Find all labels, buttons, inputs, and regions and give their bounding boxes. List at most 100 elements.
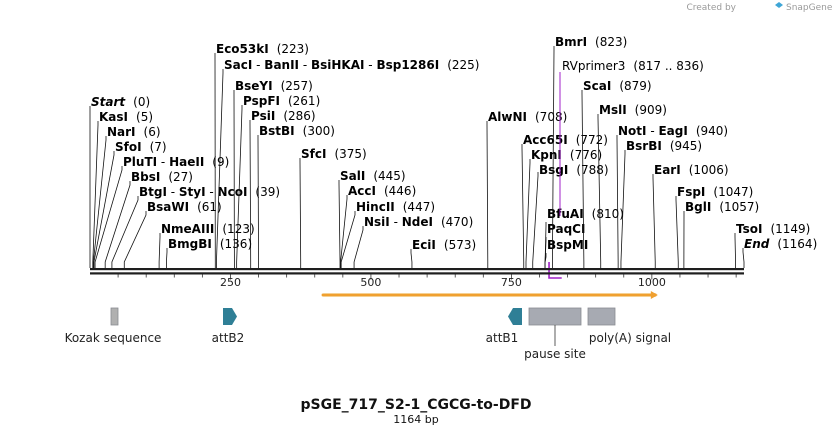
site-leader-line bbox=[338, 180, 341, 268]
site-nsii-ndei[interactable]: NsiI - NdeI(470) bbox=[353, 215, 473, 268]
feature-attb2[interactable]: attB2 bbox=[212, 308, 245, 345]
site-leader-line bbox=[94, 166, 123, 268]
site-position: (286) bbox=[283, 109, 315, 123]
site-nmeaiii[interactable]: NmeAIII(123) bbox=[158, 222, 255, 268]
feature-pause-site[interactable]: pause site bbox=[524, 307, 586, 361]
site-kpni[interactable]: KpnI(776) bbox=[525, 148, 602, 268]
site-label: ScaI(879) bbox=[583, 79, 652, 93]
site-fspi[interactable]: FspI(1047) bbox=[675, 185, 753, 268]
credit-brand: SnapGene bbox=[786, 3, 833, 13]
site-bmgbi[interactable]: BmgBI(136) bbox=[166, 237, 252, 268]
site-pluti-haeii[interactable]: PluTI - HaeII(9) bbox=[94, 155, 229, 268]
site-acc65i[interactable]: Acc65I(772) bbox=[521, 133, 608, 268]
site-tsoi[interactable]: TsoI(1149) bbox=[734, 222, 810, 268]
site-position: (375) bbox=[334, 147, 366, 161]
site-position: (0) bbox=[133, 95, 150, 109]
site-position: (136) bbox=[220, 237, 252, 251]
site-bsrbi[interactable]: BsrBI(945) bbox=[620, 139, 702, 268]
site-pspfi[interactable]: PspFI(261) bbox=[236, 94, 321, 268]
site-hincii[interactable]: HincII(447) bbox=[340, 200, 435, 268]
site-position: (446) bbox=[384, 184, 416, 198]
site-nari[interactable]: NarI(6) bbox=[92, 125, 161, 268]
site-leader-line bbox=[544, 253, 547, 268]
site-leader-line bbox=[92, 136, 107, 268]
site-label: End(1164) bbox=[744, 237, 817, 251]
site-bgli[interactable]: BglI(1057) bbox=[683, 200, 759, 268]
site-leader-line bbox=[340, 211, 356, 268]
site-label: NsiI - NdeI(470) bbox=[364, 215, 473, 229]
site-leader-line bbox=[353, 226, 364, 268]
site-position: (940) bbox=[696, 124, 728, 138]
site-label: BspMI bbox=[547, 238, 588, 252]
primer[interactable]: RVprimer3(817 .. 836) bbox=[548, 59, 704, 279]
site-position: (1057) bbox=[719, 200, 759, 214]
site-label: BtgI - StyI - NcoI(39) bbox=[139, 185, 280, 199]
site-bbsi[interactable]: BbsI(27) bbox=[104, 170, 193, 268]
site-bmri[interactable]: BmrI(823) bbox=[552, 35, 627, 268]
site-leader-line bbox=[92, 121, 99, 268]
site-leader-line bbox=[675, 196, 679, 268]
site-position: (788) bbox=[576, 163, 608, 177]
site-acci[interactable]: AccI(446) bbox=[340, 184, 417, 268]
site-position: (879) bbox=[619, 79, 651, 93]
site-leader-line bbox=[552, 46, 555, 268]
site-position: (223) bbox=[277, 42, 309, 56]
feature-poly-a-signal[interactable]: poly(A) signal bbox=[587, 307, 671, 345]
site-leader-line bbox=[652, 174, 656, 268]
site-position: (39) bbox=[255, 185, 280, 199]
ruler-label: 250 bbox=[220, 276, 241, 289]
site-label: Start(0) bbox=[91, 95, 150, 109]
site-label: Acc65I(772) bbox=[523, 133, 608, 147]
site-psii[interactable]: PsiI(286) bbox=[249, 109, 316, 268]
site-sali[interactable]: SalI(445) bbox=[338, 169, 406, 268]
feature-box bbox=[110, 307, 119, 326]
site-position: (776) bbox=[570, 148, 602, 162]
site-end[interactable]: End(1164) bbox=[742, 237, 817, 268]
site-start[interactable]: Start(0) bbox=[89, 95, 150, 268]
site-label: AccI(446) bbox=[348, 184, 416, 198]
site-sfci[interactable]: SfcI(375) bbox=[299, 147, 367, 268]
site-label: SfoI(7) bbox=[115, 140, 167, 154]
snapgene-logo-icon bbox=[775, 2, 783, 8]
site-kasi[interactable]: KasI(5) bbox=[92, 110, 153, 268]
site-bstbi[interactable]: BstBI(300) bbox=[257, 124, 335, 268]
site-label: BsaWI(61) bbox=[147, 200, 222, 214]
site-alwni[interactable]: AlwNI(708) bbox=[486, 110, 567, 268]
site-sfoi[interactable]: SfoI(7) bbox=[93, 140, 167, 268]
site-position: (1149) bbox=[770, 222, 810, 236]
site-position: (447) bbox=[403, 200, 435, 214]
feature-kozak-sequence[interactable]: Kozak sequence bbox=[65, 307, 162, 345]
orf-arrowhead-icon bbox=[650, 291, 658, 299]
site-bsgi[interactable]: BsgI(788) bbox=[532, 163, 609, 268]
site-bseyi[interactable]: BseYI(257) bbox=[233, 79, 313, 268]
site-msli[interactable]: MslI(909) bbox=[597, 103, 667, 268]
site-bspmi[interactable]: BspMI bbox=[544, 238, 588, 268]
site-label: MslI(909) bbox=[599, 103, 667, 117]
site-label: BbsI(27) bbox=[131, 170, 193, 184]
site-noti-eagi[interactable]: NotI - EagI(940) bbox=[616, 124, 728, 268]
site-position: (123) bbox=[222, 222, 254, 236]
site-leader-line bbox=[620, 150, 626, 268]
feature-label: pause site bbox=[524, 347, 586, 361]
feature-attb1[interactable]: attB1 bbox=[486, 308, 522, 345]
site-eari[interactable]: EarI(1006) bbox=[652, 163, 729, 268]
site-leader-line bbox=[123, 211, 147, 268]
site-ecii[interactable]: EciI(573) bbox=[410, 238, 476, 268]
site-leader-line bbox=[111, 196, 139, 268]
site-label: KpnI(776) bbox=[531, 148, 602, 162]
site-saci-banii-bsihkai-bsp1286i[interactable]: SacI - BanII - BsiHKAI - Bsp1286I(225) bbox=[216, 58, 479, 268]
site-btgi-styi-ncoi[interactable]: BtgI - StyI - NcoI(39) bbox=[111, 185, 280, 268]
site-position: (9) bbox=[212, 155, 229, 169]
site-label: NmeAIII(123) bbox=[161, 222, 255, 236]
site-label: FspI(1047) bbox=[677, 185, 753, 199]
feature-box bbox=[528, 307, 582, 326]
site-leader-line bbox=[216, 69, 224, 268]
site-label: PaqCI bbox=[547, 222, 585, 236]
site-eco53ki[interactable]: Eco53kI(223) bbox=[214, 42, 309, 268]
site-leader-line bbox=[257, 135, 259, 268]
orf-arrow[interactable] bbox=[321, 291, 658, 299]
site-position: (573) bbox=[444, 238, 476, 252]
site-position: (810) bbox=[592, 207, 624, 221]
site-scai[interactable]: ScaI(879) bbox=[581, 79, 652, 268]
